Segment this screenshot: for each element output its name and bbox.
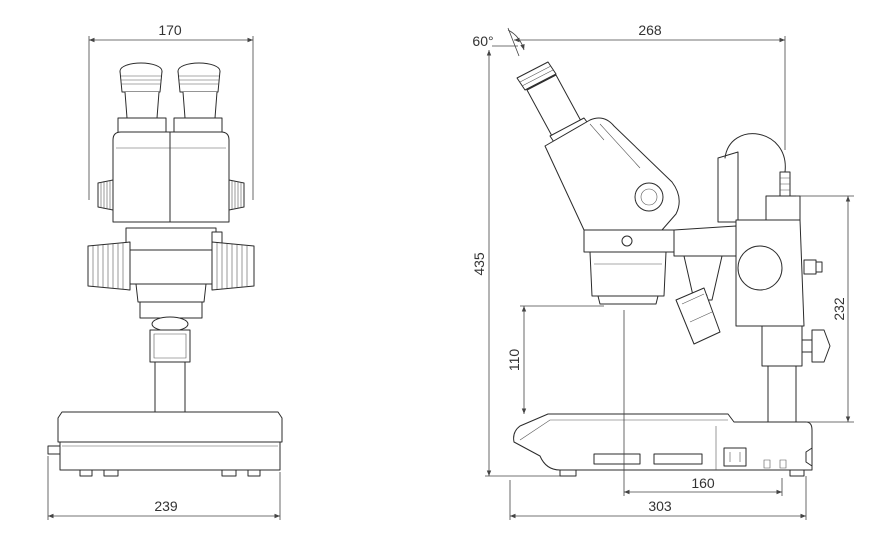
dim-height-total: 435	[471, 50, 560, 477]
front-pillar	[154, 361, 186, 413]
front-eyepiece-right	[173, 62, 223, 139]
dim-side-top: 268	[514, 22, 786, 150]
side-lamp	[717, 133, 791, 223]
side-focus-block	[735, 195, 823, 327]
side-zoom-body	[583, 229, 675, 305]
dim-268-label: 268	[638, 22, 662, 38]
dim-working-distance: 110	[506, 305, 604, 414]
dim-303-label: 303	[648, 498, 672, 514]
dim-110-label: 110	[506, 349, 522, 372]
side-pillar	[761, 325, 831, 423]
dim-239-label: 239	[154, 498, 178, 514]
dim-front-base: 239	[47, 456, 281, 520]
front-head-body	[97, 131, 245, 223]
dim-232-label: 232	[831, 297, 847, 321]
front-view: 170 239	[47, 22, 283, 520]
side-view: 268 60° 435 110 232 160	[471, 22, 854, 520]
dim-435-label: 435	[471, 252, 487, 276]
dim-170-label: 170	[158, 22, 182, 38]
dim-front-top: 170	[88, 22, 254, 200]
dim-160-label: 160	[691, 475, 715, 491]
side-head	[544, 117, 680, 231]
front-base	[47, 411, 283, 477]
front-zoom-body	[87, 227, 255, 291]
dim-angle: 60°	[472, 27, 525, 57]
front-eyepiece-left	[117, 62, 167, 139]
dim-side-base: 303	[509, 476, 807, 520]
side-base	[513, 413, 813, 477]
dim-base-depth: 160	[623, 310, 783, 496]
dim-60deg-label: 60°	[472, 33, 493, 49]
dim-pillar-height: 232	[796, 195, 854, 423]
front-focus-arm	[135, 283, 207, 363]
side-arm	[673, 225, 737, 345]
